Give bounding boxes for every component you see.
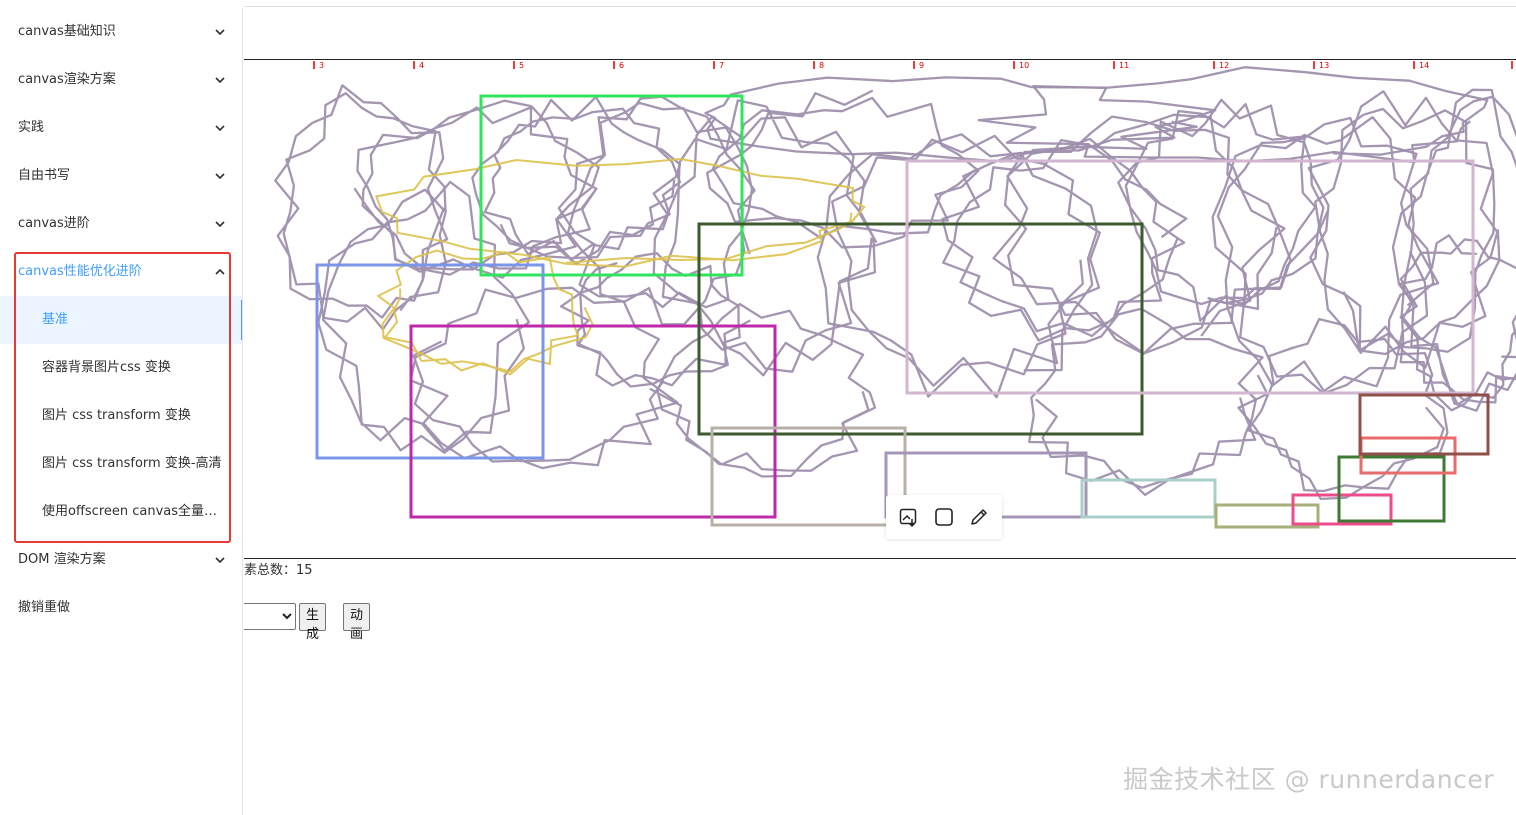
canvas-rect	[1214, 503, 1320, 529]
menu-item-canvas-basics[interactable]: canvas基础知识	[0, 8, 242, 56]
scribble-stroke	[409, 286, 679, 470]
scribble-stroke	[1399, 234, 1516, 412]
generate-button[interactable]: 生成	[299, 603, 327, 642]
scribble-stroke	[706, 89, 980, 249]
canvas-rect	[409, 324, 777, 519]
chevron-down-icon	[214, 8, 226, 56]
canvas-rect	[697, 222, 1144, 436]
ruler-tick-label: 10	[1019, 61, 1029, 70]
menu-item-label: canvas进阶	[18, 216, 90, 231]
canvas-toolbar	[886, 495, 1002, 539]
canvas-rect	[1291, 493, 1393, 526]
top-divider	[244, 6, 1516, 7]
canvas-surface: 3 4 5 6 7 8 9 10 11 12 13 14	[274, 61, 1516, 529]
element-count-text: 素总数：15	[244, 563, 313, 578]
animate-button[interactable]: 动画	[343, 603, 371, 642]
image-select-icon[interactable]	[898, 506, 920, 528]
canvas-rect	[1358, 393, 1490, 456]
menu-item-undo-redo[interactable]: 撤销重做	[0, 584, 242, 632]
canvas-rect	[315, 263, 545, 460]
scribble-stroke	[977, 66, 1489, 164]
canvas-rect	[1080, 478, 1217, 519]
chevron-down-icon	[214, 152, 226, 200]
ruler-tick-label: 3	[319, 61, 324, 70]
ruler-tick-label: 9	[919, 61, 924, 70]
scribble-stroke	[649, 302, 877, 478]
scribble-stroke	[1117, 98, 1330, 322]
scribble-stroke-yellow	[374, 157, 866, 268]
ruler-tick-label: 4	[419, 61, 424, 70]
submenu-item-baseline[interactable]: 基准	[0, 296, 242, 344]
menu-item-canvas-advanced[interactable]: canvas进阶	[0, 200, 242, 248]
canvas-rect	[479, 94, 744, 277]
scribble-stroke	[1211, 116, 1440, 395]
scribble-stroke	[317, 180, 531, 454]
submenu-item-bg-css-transform[interactable]: 容器背景图片css 变换	[42, 360, 171, 375]
menu-item-label: 实践	[18, 120, 45, 135]
canvas-rect	[1337, 455, 1446, 523]
scribble-stroke	[1307, 90, 1501, 369]
scribble-stroke	[704, 76, 1217, 163]
ruler-tick-label: 5	[519, 61, 524, 70]
chevron-down-icon	[214, 536, 226, 584]
shape-select[interactable]: ngle	[244, 603, 296, 630]
scribble-stroke	[1391, 88, 1516, 412]
submenu-item-offscreen-canvas[interactable]: 使用offscreen canvas全量绘...	[42, 504, 230, 519]
chevron-down-icon	[214, 56, 226, 104]
ruler-tick-label: 7	[719, 61, 724, 70]
element-count: 素总数：15	[244, 561, 313, 581]
menu-item-label: 自由书写	[18, 168, 71, 183]
menu-item-canvas-perf[interactable]: canvas性能优化进阶	[0, 248, 242, 296]
rectangle-icon[interactable]	[933, 506, 955, 528]
ruler-tick-label: 6	[619, 61, 624, 70]
submenu-item-img-css-transform-hd[interactable]: 图片 css transform 变换-高清	[42, 456, 222, 471]
sidebar-menu: canvas基础知识 canvas渲染方案 实践 自由书写 canvas进阶 c…	[0, 8, 243, 815]
menu-item-label: canvas性能优化进阶	[18, 264, 142, 279]
menu-item-canvas-render[interactable]: canvas渲染方案	[0, 56, 242, 104]
drawing-canvas[interactable]: 3 4 5 6 7 8 9 10 11 12 13 14	[244, 59, 1516, 559]
menu-item-freehand[interactable]: 自由书写	[0, 152, 242, 200]
pencil-icon[interactable]	[968, 506, 990, 528]
menu-item-dom-render[interactable]: DOM 渲染方案	[0, 536, 242, 584]
ruler-tick-label: 8	[819, 61, 824, 70]
canvas-rect	[710, 426, 907, 527]
watermark: 掘金技术社区 @ runnerdancer	[1123, 765, 1494, 794]
ruler-tick-label: 11	[1119, 61, 1129, 70]
canvas-rect	[905, 159, 1475, 395]
scribble-stroke	[353, 99, 600, 279]
ruler: 3 4 5 6 7 8 9 10 11 12 13 14	[313, 61, 1513, 70]
menu-item-label: canvas渲染方案	[18, 72, 116, 87]
scribble-stroke	[1028, 307, 1264, 497]
ruler-tick-label: 14	[1419, 61, 1429, 70]
menu-item-label: canvas基础知识	[18, 24, 116, 39]
chevron-down-icon	[214, 200, 226, 248]
scribble-stroke	[652, 99, 878, 377]
scribble-stroke	[274, 84, 449, 331]
ruler-tick-label: 12	[1219, 61, 1229, 70]
submenu-item-img-css-transform[interactable]: 图片 css transform 变换	[42, 408, 191, 423]
chevron-up-icon	[214, 248, 226, 296]
menu-item-practice[interactable]: 实践	[0, 104, 242, 152]
menu-item-label: DOM 渲染方案	[18, 552, 106, 567]
chevron-down-icon	[214, 104, 226, 152]
menu-item-label: 撤销重做	[18, 600, 71, 615]
ruler-tick-label: 13	[1319, 61, 1329, 70]
